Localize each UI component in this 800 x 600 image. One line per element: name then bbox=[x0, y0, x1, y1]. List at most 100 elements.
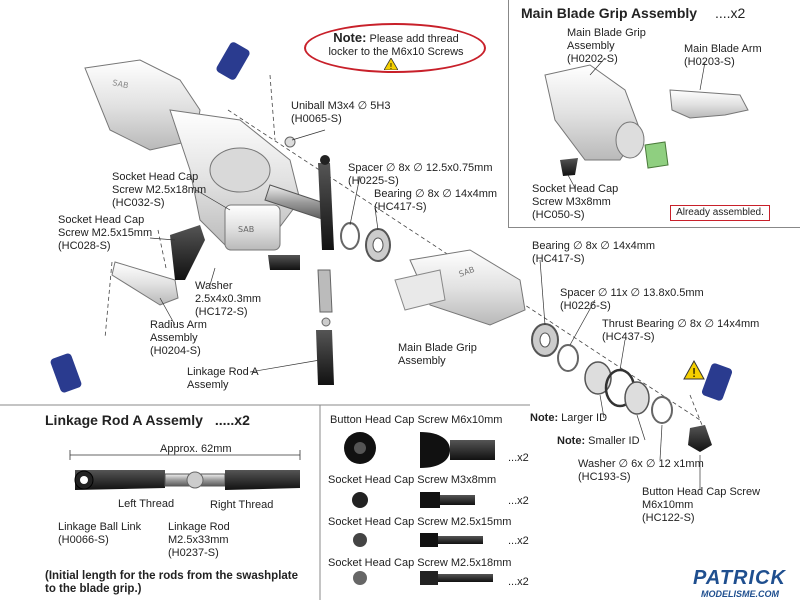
label-line: Washer bbox=[195, 280, 233, 292]
svg-text:SAB: SAB bbox=[112, 78, 130, 90]
label-line: (H0203-S) bbox=[684, 56, 735, 68]
svg-text:SAB: SAB bbox=[238, 225, 254, 234]
label-line: Assembly bbox=[150, 332, 198, 344]
screw-qty-m6x10: ...x2 bbox=[508, 452, 529, 464]
threadlocker-bottle-art bbox=[50, 42, 733, 401]
patrick-modelisme-logo: PATRICK MODELISME.COM bbox=[693, 567, 799, 599]
label-line: (HC417-S) bbox=[532, 253, 585, 265]
label-spacer-2: Spacer ∅ 11x ∅ 13.8x0.5mm (H0226-S) bbox=[560, 287, 704, 313]
linkage-rod-art bbox=[268, 155, 334, 385]
label-line: M2.5x33mm bbox=[168, 534, 229, 546]
label-spacer-1: Spacer ∅ 8x ∅ 12.5x0.75mm (H0225-S) bbox=[348, 162, 493, 188]
screw-qty-m25x18: ...x2 bbox=[508, 576, 529, 588]
linkage-qty: .....x2 bbox=[214, 412, 250, 428]
label-line: Socket Head Cap bbox=[532, 183, 619, 195]
label-line: Screw M3x8mm bbox=[532, 196, 611, 208]
label-line: (H0226-S) bbox=[560, 300, 611, 312]
label-line: Linkage Rod A bbox=[187, 366, 259, 378]
label-line: Linkage Rod bbox=[168, 521, 230, 533]
label-bearing-2: Bearing ∅ 8x ∅ 14x4mm (HC417-S) bbox=[532, 240, 655, 266]
footnote-line: (Initial length for the rods from the sw… bbox=[45, 570, 299, 582]
label-ball-link: Linkage Ball Link (H0066-S) bbox=[58, 521, 141, 547]
svg-text:!: ! bbox=[692, 366, 697, 380]
note-text: Note: Please add thread locker to the M6… bbox=[318, 31, 474, 59]
label-washer-6: Washer ∅ 6x ∅ 12 x1mm (HC193-S) bbox=[578, 458, 704, 484]
label-line: Bearing ∅ 8x ∅ 14x4mm bbox=[532, 240, 656, 252]
screw-label-m25x15: Socket Head Cap Screw M2.5x15mm bbox=[328, 516, 512, 528]
label-line: Assembly bbox=[398, 355, 446, 367]
label-line: (HC050-S) bbox=[532, 209, 585, 221]
label-line: Socket Head Cap bbox=[58, 214, 145, 226]
logo-text: PATRICK bbox=[693, 567, 786, 589]
label-line: (HC122-S) bbox=[642, 512, 695, 524]
main-blade-grip-art: SAB bbox=[394, 249, 526, 326]
note-bold: Note: bbox=[530, 412, 559, 424]
label-line: Main Blade Arm bbox=[684, 43, 762, 55]
footnote-line: to the blade grip.) bbox=[45, 583, 142, 595]
label-radius-arm: Radius Arm Assembly (H0204-S) bbox=[150, 319, 207, 358]
label-button-screw: Button Head Cap Screw M6x10mm (HC122-S) bbox=[642, 486, 760, 525]
label-blade-arm: Main Blade Arm (H0203-S) bbox=[684, 43, 762, 69]
already-assembled-badge: Already assembled. bbox=[670, 205, 770, 221]
label-line: (HC172-S) bbox=[195, 306, 248, 318]
label-left-thread: Left Thread bbox=[118, 498, 175, 510]
note-text: Larger ID bbox=[561, 412, 608, 424]
label-line: Main Blade Grip bbox=[398, 342, 477, 354]
label-line: Radius Arm bbox=[150, 319, 207, 331]
label-line: (HC417-S) bbox=[374, 201, 427, 213]
label-grip-screw: Socket Head Cap Screw M3x8mm (HC050-S) bbox=[532, 183, 618, 222]
svg-text:!: ! bbox=[389, 62, 392, 70]
label-line: (H0066-S) bbox=[58, 534, 109, 546]
label-line: Bearing ∅ 8x ∅ 14x4mm bbox=[374, 188, 498, 200]
logo-subtext: MODELISME.COM bbox=[701, 589, 779, 599]
label-line: (H0204-S) bbox=[150, 345, 201, 357]
note-bold: Note: bbox=[557, 435, 586, 447]
label-line: Uniball M3x4 ∅ 5H3 bbox=[291, 100, 391, 112]
main-hub-art: SAB SAB bbox=[84, 59, 301, 251]
label-line: Main Blade Grip bbox=[567, 27, 646, 39]
label-line: Thrust Bearing ∅ 8x ∅ 14x4mm bbox=[602, 318, 760, 330]
label-socket-18: Socket Head Cap Screw M2.5x18mm (HC032-S… bbox=[112, 171, 206, 210]
label-thrust-bearing: Thrust Bearing ∅ 8x ∅ 14x4mm (HC437-S) bbox=[602, 318, 759, 344]
label-line: Screw M2.5x18mm bbox=[112, 184, 207, 196]
grip-assembly-title-text: Main Blade Grip Assembly bbox=[521, 5, 698, 21]
screw-qty-m25x15: ...x2 bbox=[508, 535, 529, 547]
label-larger-id: Note: Larger ID bbox=[530, 412, 607, 425]
label-line: (HC032-S) bbox=[112, 197, 165, 209]
label-line: (H0065-S) bbox=[291, 113, 342, 125]
label-uniball: Uniball M3x4 ∅ 5H3 (H0065-S) bbox=[291, 100, 390, 126]
label-line: Screw M2.5x15mm bbox=[58, 227, 153, 239]
label-smaller-id: Note: Smaller ID bbox=[557, 435, 640, 448]
label-line: Washer ∅ 6x ∅ 12 x1mm bbox=[578, 458, 704, 470]
linkage-section-title: Linkage Rod A Assemly .....x2 bbox=[45, 412, 250, 428]
grip-assembly-qty: ....x2 bbox=[714, 5, 746, 21]
linkage-title-text: Linkage Rod A Assemly bbox=[45, 412, 203, 428]
label-bearing-1: Bearing ∅ 8x ∅ 14x4mm (HC417-S) bbox=[374, 188, 497, 214]
label-line: Spacer ∅ 8x ∅ 12.5x0.75mm bbox=[348, 162, 493, 174]
label-line: Assembly bbox=[567, 40, 615, 52]
label-rod: Linkage Rod M2.5x33mm (H0237-S) bbox=[168, 521, 230, 560]
linkage-footnote: (Initial length for the rods from the sw… bbox=[45, 570, 298, 596]
label-blade-grip: Main Blade Grip Assembly (H0202-S) bbox=[567, 27, 646, 66]
label-line: (H0225-S) bbox=[348, 175, 399, 187]
note-text: Smaller ID bbox=[588, 435, 640, 447]
label-line: Spacer ∅ 11x ∅ 13.8x0.5mm bbox=[560, 287, 704, 299]
label-line: (HC437-S) bbox=[602, 331, 655, 343]
warning-icon: ! bbox=[384, 58, 398, 70]
screw-qty-m3x8: ...x2 bbox=[508, 495, 529, 507]
linkage-rod-assembly-art bbox=[69, 450, 301, 490]
label-line: Button Head Cap Screw bbox=[642, 486, 761, 498]
screw-label-m3x8: Socket Head Cap Screw M3x8mm bbox=[328, 474, 497, 486]
label-line: Linkage Ball Link bbox=[58, 521, 142, 533]
label-linkage-rod: Linkage Rod A Assemly bbox=[187, 366, 259, 392]
screw-label-m25x18: Socket Head Cap Screw M2.5x18mm bbox=[328, 557, 512, 569]
grip-assembly-art bbox=[544, 64, 749, 176]
note-callout bbox=[304, 23, 486, 73]
warning-icon: ! bbox=[683, 360, 705, 380]
label-washer-small: Washer 2.5x4x0.3mm (HC172-S) bbox=[195, 280, 261, 319]
label-line: Assemly bbox=[187, 379, 229, 391]
label-line: 2.5x4x0.3mm bbox=[195, 293, 262, 305]
label-length: Approx. 62mm bbox=[160, 443, 232, 455]
label-line: (H0202-S) bbox=[567, 53, 618, 65]
